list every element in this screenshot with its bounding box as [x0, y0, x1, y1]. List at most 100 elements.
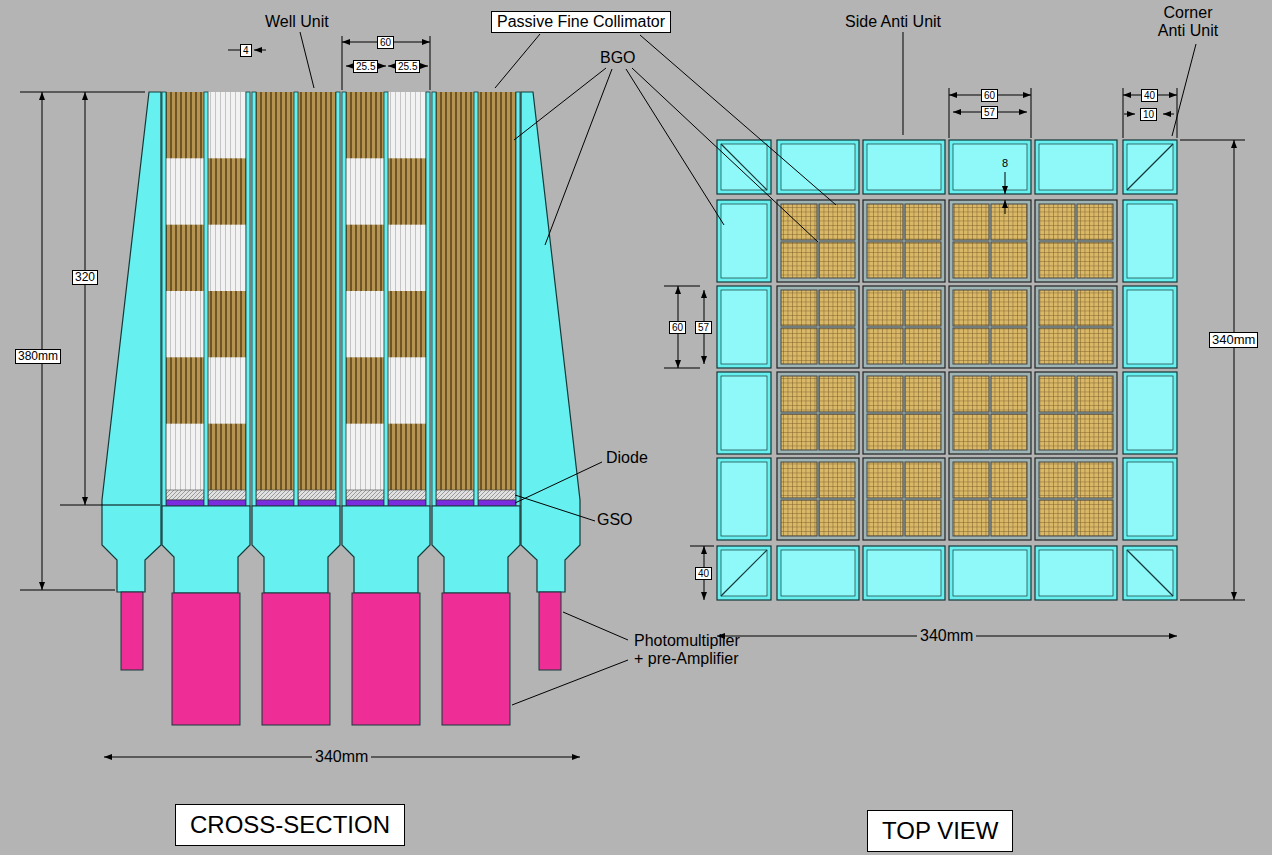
collimator-grid [991, 328, 1027, 364]
fine-collimator [346, 424, 384, 491]
view-title-box: CROSS-SECTION [175, 804, 405, 846]
view-title-box: TOP VIEW [867, 810, 1013, 852]
collimator-grid [1039, 242, 1075, 278]
well-unit-top [777, 200, 859, 282]
photomultiplier [172, 593, 240, 725]
well-unit-top [863, 458, 945, 540]
leader-line [632, 68, 818, 242]
extension-line [690, 546, 714, 547]
collimator-grid [781, 204, 817, 240]
diode-layer [208, 500, 246, 506]
collimator-grid [1077, 500, 1113, 536]
fine-collimator [166, 357, 204, 424]
leader-line [512, 660, 628, 705]
well-unit-top [949, 458, 1031, 540]
photomultiplier [121, 592, 143, 670]
bgo-wall [252, 92, 256, 506]
well-unit-top [949, 372, 1031, 454]
side-anti-unit [949, 546, 1031, 600]
side-anti-inner [1127, 376, 1173, 450]
dimension-line [1124, 114, 1135, 115]
well-unit-top [1035, 372, 1117, 454]
well-unit-top [1035, 200, 1117, 282]
extension-line [1180, 600, 1245, 601]
fine-collimator [388, 158, 426, 225]
collimator-grid [953, 462, 989, 498]
part-label: Photomultiplier + pre-Amplifier [634, 632, 751, 669]
gso-crystal [166, 490, 204, 500]
part-label: Well Unit [265, 13, 329, 31]
drawing-group [20, 32, 1245, 757]
corner-diagonal [1127, 550, 1173, 596]
part-label: GSO [597, 511, 633, 529]
collimator-grid [867, 328, 903, 364]
well-unit-top [1035, 286, 1117, 368]
fine-collimator [388, 291, 426, 358]
collimator-grid [1077, 328, 1113, 364]
collimator-grid [819, 500, 855, 536]
bgo-well-base [342, 506, 430, 593]
dimension-line [1234, 140, 1235, 600]
collimator-grid [867, 290, 903, 326]
bgo-wall [204, 92, 208, 506]
side-anti-unit [717, 372, 771, 454]
well-unit-top [777, 372, 859, 454]
diode-layer [166, 500, 204, 506]
leader-line [515, 462, 602, 503]
fine-collimator [388, 92, 426, 159]
side-anti-inner [953, 550, 1027, 596]
fine-collimator [346, 158, 384, 225]
collimator-grid [867, 242, 903, 278]
collimator-grid [1077, 204, 1113, 240]
leader-line [626, 69, 724, 225]
bgo-wall [294, 92, 298, 506]
collimator-grid [953, 500, 989, 536]
side-anti-unit [717, 200, 771, 282]
collimator-grid [905, 328, 941, 364]
fine-collimator [388, 225, 426, 292]
collimator-grid [1039, 414, 1075, 450]
collimator-grid [1039, 462, 1075, 498]
corner-anti-unit [717, 140, 771, 194]
bgo-wall [162, 92, 166, 506]
photomultiplier [262, 593, 330, 725]
side-anti-unit [1123, 372, 1177, 454]
dimension-line [85, 92, 86, 505]
well-unit-top [863, 372, 945, 454]
leader-line [515, 495, 595, 521]
corner-anti-inner [1127, 550, 1173, 596]
fine-collimator [346, 357, 384, 424]
collimator-grid [953, 204, 989, 240]
collimator-grid [991, 414, 1027, 450]
collimator-grid [781, 414, 817, 450]
side-anti-inner [781, 550, 855, 596]
collimator-grid [1077, 414, 1113, 450]
collimator-grid [905, 242, 941, 278]
gso-crystal [256, 490, 294, 500]
side-anti-unit [1035, 140, 1117, 194]
dimension-label: 340mm [312, 748, 371, 766]
fine-collimator [208, 291, 246, 358]
corner-anti-unit [717, 546, 771, 600]
bgo-wall [246, 92, 250, 506]
dimension-label: 60 [669, 321, 686, 334]
collimator-grid [1039, 204, 1075, 240]
leader-line [563, 612, 628, 640]
leader-line [1172, 44, 1196, 136]
part-label: Corner Anti Unit [1148, 4, 1228, 41]
collimator-grid [781, 242, 817, 278]
side-anti-unit [863, 546, 945, 600]
dimension-line [1005, 172, 1006, 194]
dimension-label: 380mm [15, 349, 61, 364]
extension-line [430, 36, 431, 90]
dimension-label: 25.5 [353, 60, 378, 73]
collimator-grid [905, 204, 941, 240]
dimension-label: 57 [981, 106, 998, 119]
anti-shield-bgo [521, 92, 580, 592]
extension-line [664, 286, 700, 287]
collimator-grid [953, 242, 989, 278]
leader-line [300, 32, 314, 88]
collimator-grid [991, 204, 1027, 240]
